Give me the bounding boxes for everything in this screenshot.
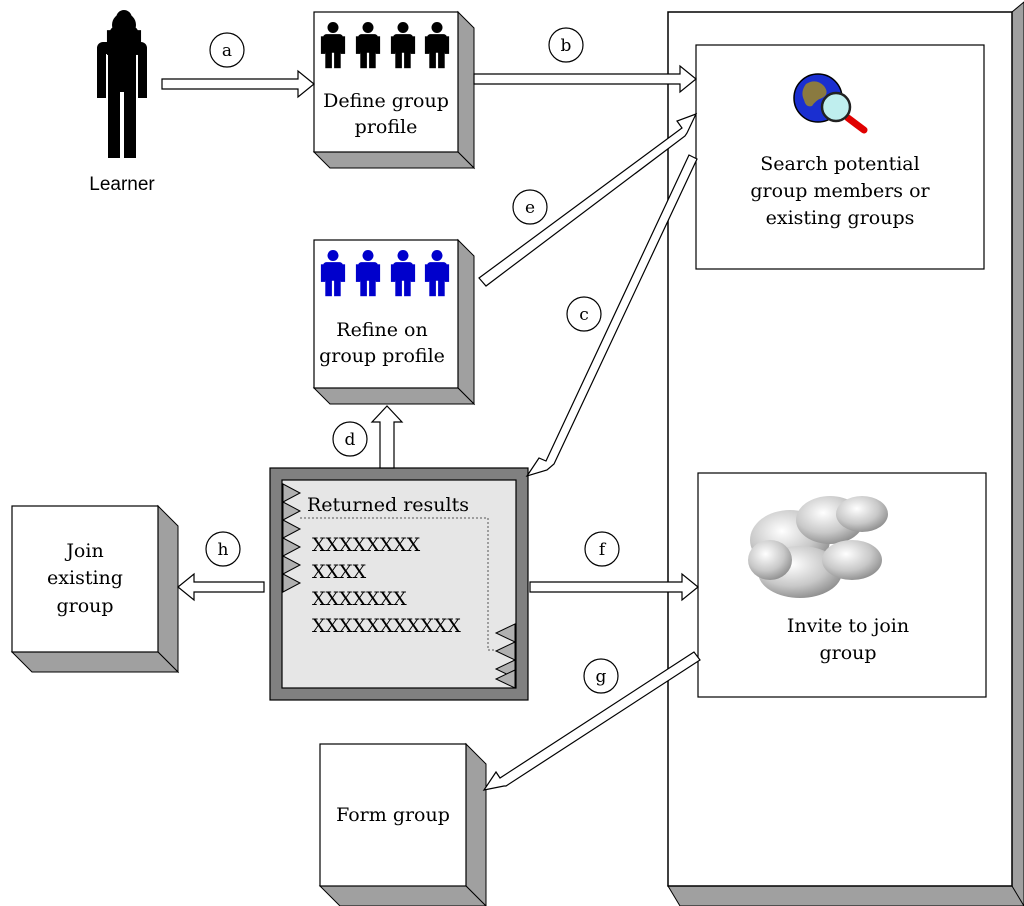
results-tabs-right [494,623,516,689]
arrow-c [525,154,698,478]
refine-profile-box: Refine on group profile [312,238,476,406]
step-a: a [209,32,245,68]
arrow-e [478,112,698,287]
svg-text:f: f [599,540,607,560]
svg-text:d: d [345,430,356,450]
results-item: XXXXXXX [312,588,407,610]
svg-text:b: b [561,36,572,56]
arrow-a [161,69,315,99]
search-label-2: group members or [750,180,930,202]
invite-box: Invite to join group [697,472,987,698]
learner-icon [97,13,147,158]
results-title: Returned results [307,494,469,516]
results-panel: Returned results XXXXXXXX XXXX XXXXXXX X… [269,467,529,701]
invite-label-2: group [819,642,876,664]
search-label-3: existing groups [766,207,915,229]
search-label-1: Search potential [760,153,919,175]
arrow-d [370,405,404,469]
define-profile-label-2: profile [355,116,418,138]
svg-text:a: a [222,41,232,61]
svg-text:g: g [596,667,607,687]
refine-profile-label-2: group profile [319,345,445,367]
join-label-2: existing [47,567,123,589]
svg-text:e: e [525,198,535,218]
form-group-box: Form group [318,742,487,906]
define-profile-label-1: Define group [323,90,449,112]
arrow-g [482,651,701,791]
cloud-icon [748,496,888,598]
step-d: d [332,421,368,457]
arrow-b [473,64,697,94]
svg-text:c: c [579,305,589,325]
join-existing-box: Join existing group [10,504,180,674]
join-label-1: Join [64,540,103,562]
step-b: b [548,27,584,63]
step-e: e [512,189,548,225]
globe-magnifier-icon [793,73,868,134]
form-group-label: Form group [336,804,450,826]
join-label-3: group [56,595,113,617]
step-h: h [205,531,241,567]
step-markers: a b c d e f g h [205,27,620,694]
define-profile-box: Define group profile [312,10,476,170]
search-box: Search potential group members or existi… [695,44,985,270]
step-f: f [584,531,620,567]
step-c: c [566,296,602,332]
flow-arrows [161,64,701,791]
invite-label-1: Invite to join [787,615,909,637]
arrow-f [529,572,699,602]
results-item: XXXXXXXX [312,534,421,556]
svg-text:h: h [218,540,229,560]
refine-profile-label-1: Refine on [336,319,427,341]
results-item: XXXX [312,561,367,583]
learner-label: Learner [89,174,155,195]
results-item: XXXXXXXXXXX [312,615,461,637]
step-g: g [583,658,619,694]
arrow-h [177,572,265,602]
results-tabs-left [282,483,302,593]
